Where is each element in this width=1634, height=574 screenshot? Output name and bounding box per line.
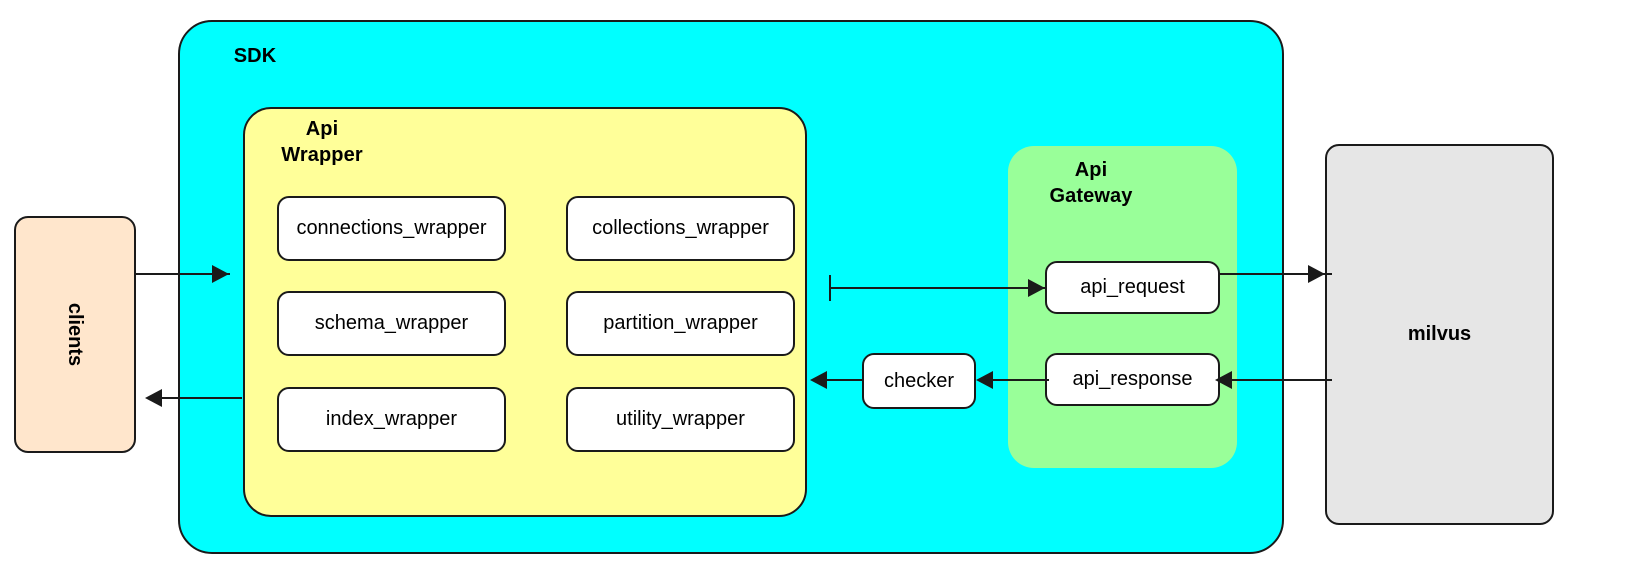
arrow-milvus-to-response-head bbox=[1215, 371, 1232, 389]
arrow-checker-to-wrapper-head bbox=[810, 371, 827, 389]
arrow-request-to-milvus-line bbox=[1220, 273, 1332, 275]
arrow-response-to-checker-line bbox=[993, 379, 1049, 381]
milvus-label: milvus bbox=[1407, 323, 1472, 345]
schema-wrapper-label: schema_wrapper bbox=[314, 312, 469, 334]
utility-wrapper-label: utility_wrapper bbox=[616, 408, 745, 430]
api-gateway-title: Api Gateway bbox=[1049, 159, 1133, 207]
schema-wrapper-box[interactable]: schema_wrapper bbox=[277, 291, 506, 356]
arrow-sdk-to-clients-head bbox=[145, 389, 162, 407]
api-response-label: api_response bbox=[1072, 368, 1193, 390]
arrow-request-to-milvus-head bbox=[1308, 265, 1325, 283]
index-wrapper-label: index_wrapper bbox=[325, 408, 458, 430]
arrow-clients-to-sdk-line bbox=[136, 273, 230, 275]
arrow-checker-to-wrapper-line bbox=[827, 379, 863, 381]
partition-wrapper-label: partition_wrapper bbox=[603, 312, 758, 334]
collections-wrapper-label: collections_wrapper bbox=[592, 217, 769, 239]
partition-wrapper-box[interactable]: partition_wrapper bbox=[566, 291, 795, 356]
arrow-wrapper-to-request-line bbox=[829, 287, 1045, 289]
milvus-box[interactable]: milvus bbox=[1325, 144, 1554, 525]
connections-wrapper-box[interactable]: connections_wrapper bbox=[277, 196, 506, 261]
connections-wrapper-label: connections_wrapper bbox=[296, 217, 487, 239]
clients-box[interactable]: clients bbox=[14, 216, 136, 453]
collections-wrapper-box[interactable]: collections_wrapper bbox=[566, 196, 795, 261]
api-request-box[interactable]: api_request bbox=[1045, 261, 1220, 314]
api-request-label: api_request bbox=[1080, 276, 1185, 298]
arrow-milvus-to-response-line bbox=[1232, 379, 1332, 381]
api-response-box[interactable]: api_response bbox=[1045, 353, 1220, 406]
arrow-clients-to-sdk-head bbox=[212, 265, 229, 283]
arrow-wrapper-to-request-head bbox=[1028, 279, 1045, 297]
arrow-response-to-checker-head bbox=[976, 371, 993, 389]
api-wrapper-title: Api Wrapper bbox=[281, 118, 363, 166]
arrow-sdk-to-clients-line bbox=[162, 397, 242, 399]
sdk-title: SDK bbox=[233, 45, 277, 67]
clients-label: clients bbox=[64, 302, 87, 367]
checker-label: checker bbox=[883, 369, 955, 392]
checker-box[interactable]: checker bbox=[862, 353, 976, 409]
utility-wrapper-box[interactable]: utility_wrapper bbox=[566, 387, 795, 452]
index-wrapper-box[interactable]: index_wrapper bbox=[277, 387, 506, 452]
